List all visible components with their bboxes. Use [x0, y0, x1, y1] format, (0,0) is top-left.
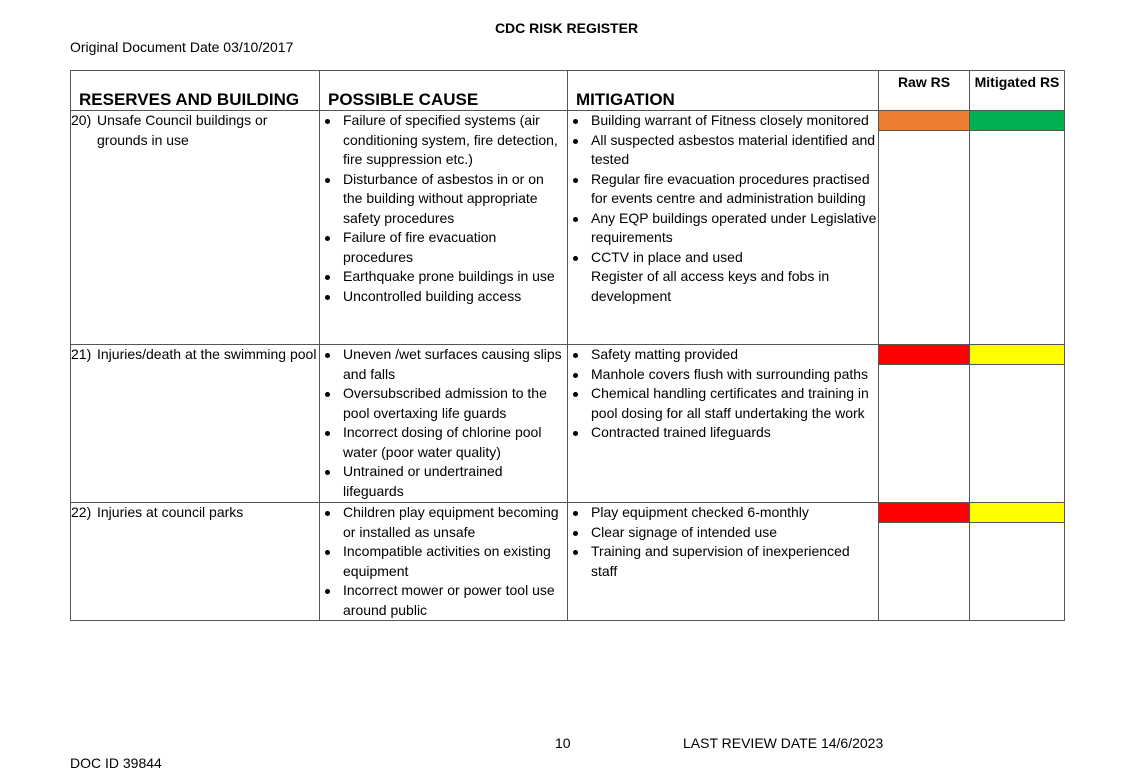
mitigation-item: CCTV in place and used	[568, 248, 878, 268]
mitigation-item: Training and supervision of inexperience…	[568, 542, 878, 581]
header-raw-rs: Raw RS	[878, 70, 970, 111]
header-row: RESERVES AND BUILDING POSSIBLE CAUSE MIT…	[70, 70, 1065, 111]
mitigated-rs-cell	[969, 344, 1065, 503]
document-title: CDC RISK REGISTER	[494, 20, 639, 36]
mitigation-item: All suspected asbestos material identifi…	[568, 131, 878, 170]
mitigated-rs-swatch	[970, 111, 1064, 131]
mitigation-item: Regular fire evacuation procedures pract…	[568, 170, 878, 209]
possible-cause-cell: Failure of specified systems (air condit…	[319, 110, 568, 345]
raw-rs-cell	[878, 344, 970, 503]
mitigation-item-continued: Register of all access keys and fobs in …	[591, 268, 830, 304]
table-row: 21) Injuries/death at the swimming pool …	[70, 344, 1065, 503]
original-document-date: Original Document Date 03/10/2017	[70, 39, 294, 55]
mitigation-item: Any EQP buildings operated under Legisla…	[568, 209, 878, 248]
doc-id: DOC ID 39844	[70, 755, 162, 771]
mitigation-cell: Play equipment checked 6-monthly Clear s…	[567, 502, 879, 621]
risk-item-cell: 21) Injuries/death at the swimming pool	[70, 344, 320, 503]
cause-item: Failure of fire evacuation procedures	[320, 228, 567, 267]
cause-item: Disturbance of asbestos in or on the bui…	[320, 170, 567, 229]
mitigated-rs-cell	[969, 502, 1065, 621]
raw-rs-swatch	[879, 345, 969, 365]
last-review-date: LAST REVIEW DATE 14/6/2023	[683, 735, 884, 751]
header-mitigation: MITIGATION	[567, 70, 879, 111]
table-row: 20) Unsafe Council buildings or grounds …	[70, 110, 1065, 345]
header-mitigated-rs: Mitigated RS	[969, 70, 1065, 111]
cause-item: Uncontrolled building access	[320, 287, 567, 307]
risk-number: 20)	[71, 112, 92, 128]
cause-item: Oversubscribed admission to the pool ove…	[320, 384, 567, 423]
risk-number: 22)	[71, 504, 92, 520]
cause-item: Earthquake prone buildings in use	[320, 267, 567, 287]
page-number: 10	[555, 735, 571, 751]
mitigated-rs-swatch	[970, 503, 1064, 523]
mitigation-item: Safety matting provided	[568, 345, 878, 365]
risk-item-cell: 22) Injuries at council parks	[70, 502, 320, 621]
risk-item-text: Injuries/death at the swimming pool	[97, 346, 317, 362]
mitigated-rs-cell	[969, 110, 1065, 345]
cause-item: Failure of specified systems (air condit…	[320, 111, 567, 170]
risk-item-text: Injuries at council parks	[97, 504, 244, 520]
cause-item: Incompatible activities on existing equi…	[320, 542, 567, 581]
risk-item-cell: 20) Unsafe Council buildings or grounds …	[70, 110, 320, 345]
mitigation-item: Chemical handling certificates and train…	[568, 384, 878, 423]
raw-rs-swatch	[879, 503, 969, 523]
mitigation-item: Play equipment checked 6-monthly	[568, 503, 878, 523]
mitigation-item: Manhole covers flush with surrounding pa…	[568, 365, 878, 385]
mitigation-item: Clear signage of intended use	[568, 523, 878, 543]
mitigation-item: Contracted trained lifeguards	[568, 423, 878, 443]
table-row: 22) Injuries at council parks Children p…	[70, 502, 1065, 621]
mitigation-cell: Building warrant of Fitness closely moni…	[567, 110, 879, 345]
cause-item: Incorrect mower or power tool use around…	[320, 581, 567, 620]
cause-item: Incorrect dosing of chlorine pool water …	[320, 423, 567, 462]
risk-item-text: Unsafe Council buildings or grounds in u…	[97, 112, 268, 148]
raw-rs-swatch	[879, 111, 969, 131]
risk-register-table: RESERVES AND BUILDING POSSIBLE CAUSE MIT…	[70, 70, 1065, 621]
mitigation-cell: Safety matting provided Manhole covers f…	[567, 344, 879, 503]
raw-rs-cell	[878, 110, 970, 345]
possible-cause-cell: Children play equipment becoming or inst…	[319, 502, 568, 621]
raw-rs-cell	[878, 502, 970, 621]
header-possible-cause: POSSIBLE CAUSE	[319, 70, 568, 111]
mitigated-rs-swatch	[970, 345, 1064, 365]
cause-item: Children play equipment becoming or inst…	[320, 503, 567, 542]
cause-item: Uneven /wet surfaces causing slips and f…	[320, 345, 567, 384]
header-reserves-and-building: RESERVES AND BUILDING	[70, 70, 320, 111]
risk-number: 21)	[71, 346, 92, 362]
mitigation-item: Building warrant of Fitness closely moni…	[568, 111, 878, 131]
possible-cause-cell: Uneven /wet surfaces causing slips and f…	[319, 344, 568, 503]
cause-item: Untrained or undertrained lifeguards	[320, 462, 567, 501]
